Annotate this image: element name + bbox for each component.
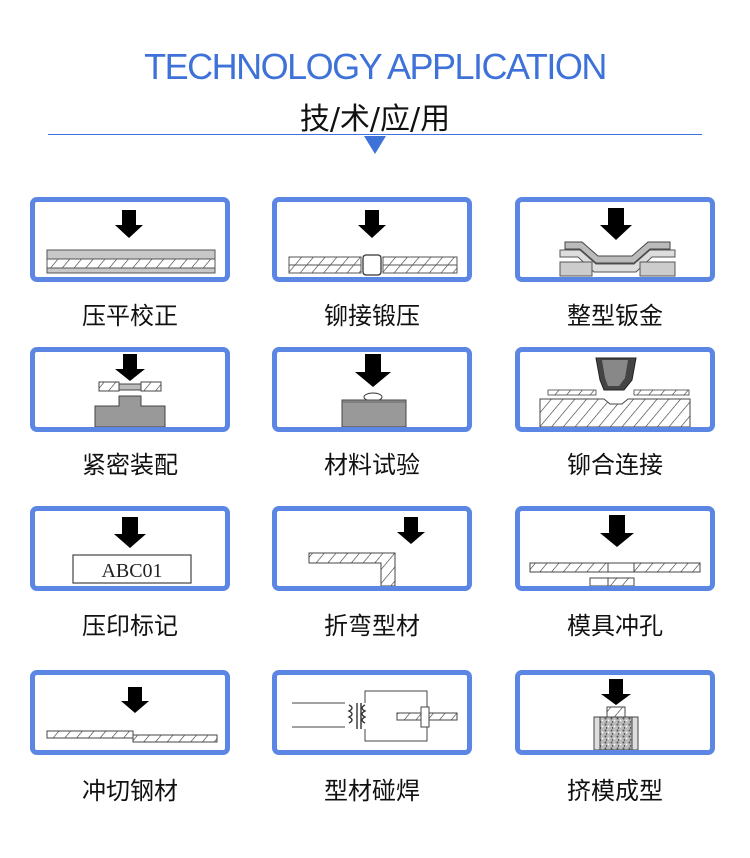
card-extrusion-molding	[515, 670, 715, 755]
die-punching-icon	[529, 515, 701, 586]
card-rivet-joint	[515, 347, 715, 432]
application-label: 模具冲孔	[567, 612, 663, 640]
steel-cutting-icon	[46, 687, 218, 743]
application-label: 紧密装配	[82, 451, 178, 479]
card-material-test	[272, 347, 472, 432]
card-die-punching	[515, 506, 715, 591]
card-sheet-metal-shaping	[515, 197, 715, 282]
card-tight-assembly	[30, 347, 230, 432]
card-profile-butt-welding	[272, 670, 472, 755]
application-label: 整型钣金	[567, 302, 663, 330]
profile-butt-welding-icon	[292, 690, 458, 742]
rivet-forging-icon	[288, 210, 458, 276]
profile-bending-icon	[308, 517, 425, 586]
application-label: 冲切钢材	[82, 777, 178, 805]
tight-assembly-icon	[94, 354, 166, 427]
card-rivet-forging	[272, 197, 472, 282]
card-profile-bending	[272, 506, 472, 591]
application-label: 材料试验	[324, 451, 420, 479]
page-title-en: TECHNOLOGY APPLICATION	[144, 46, 607, 87]
application-label: 折弯型材	[324, 612, 420, 640]
title-divider	[48, 134, 702, 135]
card-imprint-marking: ABC01	[30, 506, 230, 591]
application-label: 型材碰焊	[324, 777, 420, 805]
material-test-icon	[341, 354, 407, 427]
application-label: 压印标记	[82, 612, 178, 640]
imprint-marking-icon: ABC01	[72, 517, 192, 584]
extrusion-molding-icon	[593, 679, 639, 750]
application-label: 铆接锻压	[324, 302, 420, 330]
application-label: 铆合连接	[567, 451, 663, 479]
application-label: 压平校正	[82, 302, 178, 330]
title-pointer-triangle	[364, 136, 386, 154]
sheet-metal-shaping-icon	[559, 208, 676, 277]
application-label: 挤模成型	[567, 777, 663, 805]
page-title-cn: 技/术/应/用	[299, 102, 451, 137]
rivet-joint-icon	[539, 357, 691, 427]
card-steel-cutting	[30, 670, 230, 755]
flatten-correction-icon	[46, 210, 216, 274]
card-flatten-correction	[30, 197, 230, 282]
stamp-text: ABC01	[101, 560, 162, 582]
